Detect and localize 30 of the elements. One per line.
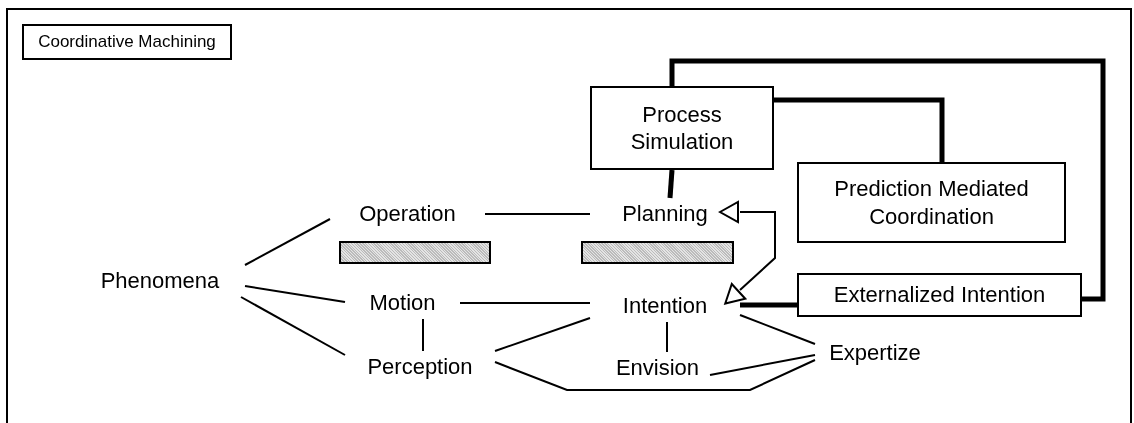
process-box: Externalized Intention (797, 273, 1082, 317)
concept-label: Planning (590, 198, 740, 230)
connector-line (740, 302, 797, 308)
hatched-bar (581, 241, 734, 264)
concept-label: Motion (345, 287, 460, 319)
process-box: Process Simulation (590, 86, 774, 170)
process-box: Prediction Mediated Coordination (797, 162, 1066, 243)
connector-line (774, 97, 945, 162)
connector-line (666, 321, 668, 353)
connector-line (709, 354, 816, 376)
connector-line (244, 218, 331, 266)
connector-line (494, 317, 591, 352)
concept-label: Expertize (815, 337, 935, 369)
connector-line (484, 213, 591, 215)
arrow (719, 201, 776, 305)
concept-label: Operation (330, 198, 485, 230)
connector-line (739, 314, 816, 345)
concept-label: Perception (345, 351, 495, 383)
process-box: Coordinative Machining (22, 24, 232, 60)
concept-label: Intention (590, 290, 740, 322)
connector-line (669, 58, 1106, 302)
connector-line (494, 359, 816, 391)
concept-label: Envision (605, 352, 710, 384)
connector-line (667, 169, 675, 199)
connector-line (422, 318, 424, 352)
hatched-bar (339, 241, 491, 264)
connector-line (244, 285, 346, 303)
connector-line (240, 296, 346, 356)
concept-label: Phenomena (75, 265, 245, 297)
connector-line (459, 302, 591, 304)
